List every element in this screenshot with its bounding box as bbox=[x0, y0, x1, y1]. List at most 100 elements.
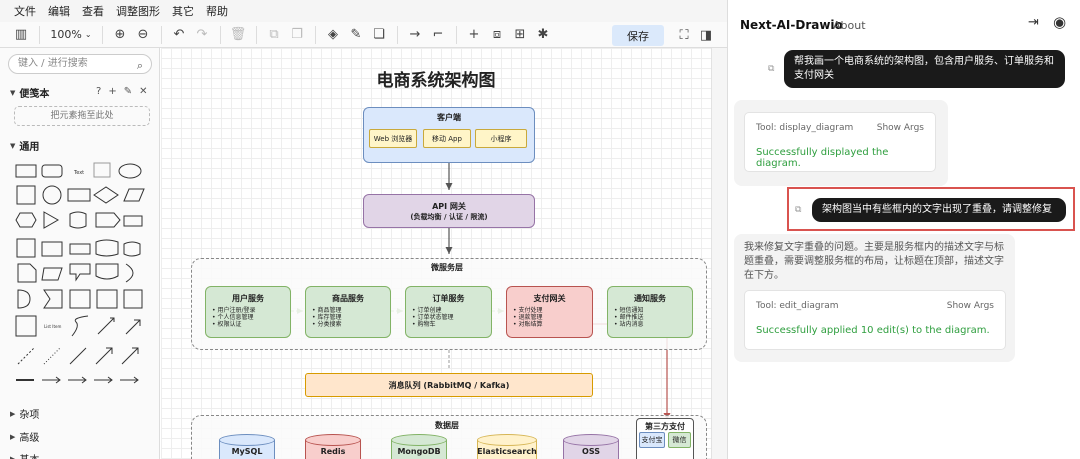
service-product[interactable]: 商品服务 • 商品管理 • 库存管理 • 分类搜索 bbox=[305, 286, 391, 338]
toolbar-separator bbox=[102, 25, 103, 44]
chat-panel: Next-AI-Drawio About ⇥ ◉ ⧉ 帮我画一个电商系统的架构图… bbox=[728, 0, 1080, 459]
chip-mobile[interactable]: 移动 App bbox=[423, 129, 471, 148]
bullet-item: • 站内消息 bbox=[614, 321, 644, 328]
zoom-in-icon[interactable]: ⊕ bbox=[114, 27, 126, 42]
delete-icon[interactable]: 🗑 bbox=[229, 27, 247, 42]
user-message: 架构图当中有些框内的文字出现了重叠，请调整修复 bbox=[812, 198, 1066, 222]
magic-icon[interactable]: ✱ bbox=[537, 27, 549, 42]
fill-color-icon[interactable]: ◈ bbox=[328, 27, 338, 42]
github-icon[interactable]: ◉ bbox=[1053, 13, 1067, 31]
show-args-button[interactable]: Show Args bbox=[876, 123, 924, 133]
cylinder-top bbox=[563, 434, 619, 446]
save-button[interactable]: 保存 bbox=[612, 25, 664, 46]
connection-icon[interactable]: → bbox=[409, 27, 421, 42]
zoom-out-icon[interactable]: ⊖ bbox=[137, 27, 149, 42]
chip-web[interactable]: Web 浏览器 bbox=[369, 129, 417, 148]
store-label: MongoDB bbox=[397, 447, 441, 456]
advanced-header[interactable]: ▶高级 bbox=[10, 429, 40, 445]
svg-text:List Item: List Item bbox=[44, 324, 61, 329]
menu-help[interactable]: 帮助 bbox=[206, 5, 228, 18]
search-input[interactable]: 键入 / 进行搜索⌕ bbox=[8, 54, 152, 74]
assistant-message: Tool: display_diagram Show Args Successf… bbox=[734, 100, 948, 186]
tool-card: Tool: edit_diagram Show Args Successfull… bbox=[744, 290, 1006, 350]
microservices-label: 微服务层 bbox=[431, 263, 463, 272]
shapes-icon[interactable]: ⧈ bbox=[492, 27, 502, 42]
service-bullets: • 支付处理 • 退款管理 • 对账结算 bbox=[507, 307, 542, 328]
menu-edit[interactable]: 编辑 bbox=[48, 5, 70, 18]
bullet-item: • 退款管理 bbox=[513, 314, 543, 321]
to-back-icon[interactable]: ❐ bbox=[291, 27, 303, 42]
menu-view[interactable]: 查看 bbox=[82, 5, 104, 18]
menubar: 文件 编辑 查看 调整图形 其它 帮助 bbox=[0, 0, 727, 22]
bullet-item: • 短信通知 bbox=[614, 307, 644, 314]
about-link[interactable]: About bbox=[833, 19, 866, 32]
misc-header[interactable]: ▶杂项 bbox=[10, 406, 40, 422]
mq-label: 消息队列 (RabbitMQ / Kafka) bbox=[388, 380, 510, 390]
scratchpad-header[interactable]: ▼便笺本 bbox=[10, 85, 49, 101]
zoom-select[interactable]: 100%⌄ bbox=[46, 28, 96, 41]
add-icon[interactable]: + bbox=[108, 86, 117, 97]
tool-card: Tool: display_diagram Show Args Successf… bbox=[744, 112, 936, 172]
data-layer-label: 数据层 bbox=[435, 421, 459, 430]
general-header[interactable]: ▼通用 bbox=[10, 138, 39, 154]
data-layer-group[interactable] bbox=[191, 415, 707, 459]
panel-toggle-icon[interactable]: ▥ bbox=[14, 27, 28, 42]
gateway-box[interactable]: API 网关 (负载均衡 / 认证 / 限流) bbox=[363, 194, 535, 228]
to-front-icon[interactable]: ⧉ bbox=[269, 27, 279, 42]
menu-extras[interactable]: 其它 bbox=[172, 5, 194, 18]
alipay-label: 支付宝 bbox=[641, 436, 663, 444]
shape-palette: 键入 / 进行搜索⌕ ▼便笺本 ? + ✎ ✕ 把元素拖至此处 ▼通用 Text bbox=[0, 48, 160, 459]
service-payment[interactable]: 支付网关 • 支付处理 • 退款管理 • 对账结算 bbox=[506, 286, 593, 338]
advanced-label: 高级 bbox=[19, 433, 40, 444]
misc-label: 杂项 bbox=[19, 410, 40, 421]
shadow-icon[interactable]: ❏ bbox=[373, 27, 385, 42]
cylinder-top bbox=[305, 434, 361, 446]
chip-miniprogram[interactable]: 小程序 bbox=[475, 129, 527, 148]
menu-file[interactable]: 文件 bbox=[14, 5, 36, 18]
undo-icon[interactable]: ↶ bbox=[173, 27, 185, 42]
redo-icon[interactable]: ↷ bbox=[196, 27, 208, 42]
table-icon[interactable]: ⊞ bbox=[514, 27, 526, 42]
canvas-scrollbar[interactable] bbox=[711, 48, 727, 459]
menu-arrange[interactable]: 调整图形 bbox=[116, 5, 160, 18]
fullscreen-icon[interactable]: ⛶ bbox=[679, 27, 689, 43]
shape-grid[interactable]: Text bbox=[14, 160, 148, 390]
insert-icon[interactable]: + bbox=[468, 27, 480, 42]
search-placeholder: 键入 / 进行搜索 bbox=[18, 58, 88, 69]
bullet-item: • 商品管理 bbox=[312, 307, 342, 314]
show-args-button[interactable]: Show Args bbox=[946, 301, 994, 311]
bullet-item: • 支付处理 bbox=[513, 307, 543, 314]
diagram-canvas[interactable]: 电商系统架构图 客户端 Web 浏览器 移动 App 小程序 API 网关 bbox=[161, 48, 711, 459]
cylinder-top bbox=[477, 434, 537, 446]
service-label: 商品服务 bbox=[332, 294, 364, 303]
basic-label: 基本 bbox=[19, 451, 39, 459]
basic-header[interactable]: ▶基本 bbox=[10, 451, 39, 459]
collapse-icon: ▼ bbox=[10, 141, 16, 150]
highlight-box bbox=[787, 187, 1075, 231]
copy-icon[interactable]: ⧉ bbox=[795, 205, 802, 215]
diagram-title[interactable]: 电商系统架构图 bbox=[376, 71, 496, 91]
service-order[interactable]: 订单服务 • 订单创建 • 订单状态管理 • 购物车 bbox=[405, 286, 492, 338]
edit-icon[interactable]: ✎ bbox=[123, 86, 133, 97]
bullet-item: • 用户注册/登录 bbox=[212, 307, 256, 314]
service-user[interactable]: 用户服务 • 用户注册/登录 • 个人信息管理 • 权限认证 bbox=[205, 286, 291, 338]
toolbar-separator bbox=[220, 25, 221, 44]
wechat-box[interactable]: 微信 bbox=[668, 432, 691, 448]
waypoints-icon[interactable]: ⌐ bbox=[432, 27, 444, 42]
scratchpad-dropzone[interactable]: 把元素拖至此处 bbox=[14, 106, 150, 126]
format-panel-icon[interactable]: ◨ bbox=[699, 27, 713, 43]
copy-icon[interactable]: ⧉ bbox=[768, 64, 775, 74]
bullet-item: • 对账结算 bbox=[513, 321, 543, 328]
close-icon[interactable]: ✕ bbox=[139, 86, 148, 97]
line-color-icon[interactable]: ✎ bbox=[350, 27, 362, 42]
svg-text:Text: Text bbox=[73, 170, 84, 176]
toolbar: ▥ 100%⌄ ⊕ ⊖ ↶ ↷ 🗑 ⧉ ❐ ◈ ✎ ❏ → ⌐ + ⧈ ⊞ ✱ … bbox=[0, 22, 727, 48]
service-notify[interactable]: 通知服务 • 短信通知 • 邮件推送 • 站内消息 bbox=[607, 286, 693, 338]
help-icon[interactable]: ? bbox=[96, 86, 102, 97]
collapse-panel-icon[interactable]: ⇥ bbox=[1028, 15, 1039, 30]
panel-divider[interactable] bbox=[727, 0, 728, 459]
service-bullets: • 商品管理 • 库存管理 • 分类搜索 bbox=[306, 307, 341, 328]
alipay-box[interactable]: 支付宝 bbox=[639, 432, 665, 448]
service-bullets: • 用户注册/登录 • 个人信息管理 • 权限认证 bbox=[206, 307, 255, 328]
mq-box[interactable]: 消息队列 (RabbitMQ / Kafka) bbox=[305, 373, 593, 397]
